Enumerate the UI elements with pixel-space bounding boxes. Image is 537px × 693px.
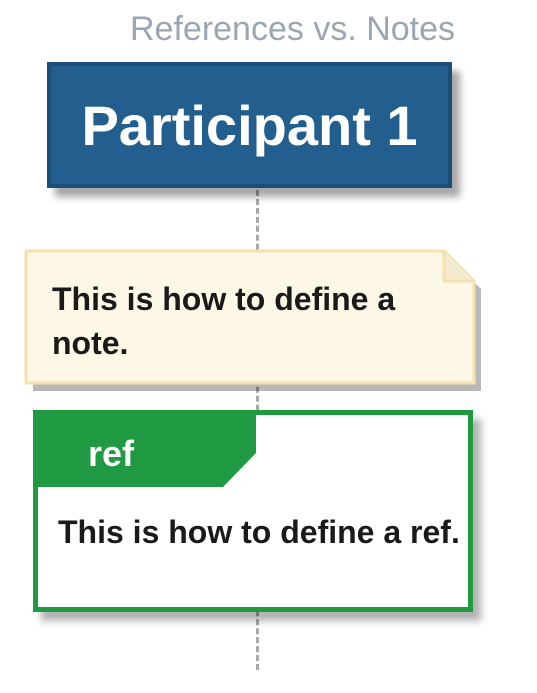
diagram-title: References vs. Notes [130,10,456,48]
participant-label: Participant 1 [81,93,418,157]
ref-frame: ref This is how to define a ref. [33,410,473,612]
ref-tag-label: ref [88,433,135,474]
ref-tag-shape [38,415,256,487]
note-shape [24,249,481,391]
note-text: This is how to define a note. [52,281,396,361]
ref-text: This is how to define a ref. [58,514,460,550]
note-box: This is how to define a note. [24,249,481,391]
participant-box: Participant 1 [47,62,452,188]
